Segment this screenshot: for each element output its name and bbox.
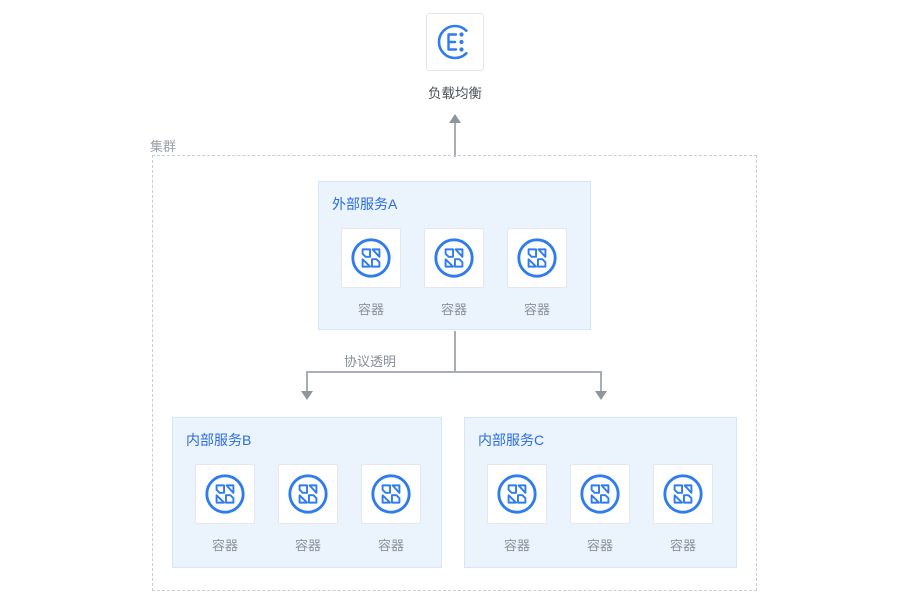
container-label: 容器 — [211, 538, 238, 553]
container-label: 容器 — [294, 538, 321, 553]
protocol-transparent-label: 协议透明 — [344, 354, 397, 369]
container-icon — [515, 236, 559, 280]
container-label: 容器 — [523, 302, 550, 317]
branch-horizontal-line — [307, 371, 601, 373]
container-label: 容器 — [377, 538, 404, 553]
arrow-down-icon — [595, 391, 607, 400]
arrow-up-line — [454, 123, 456, 157]
container-icon — [432, 236, 476, 280]
container-label: 容器 — [503, 538, 530, 553]
container-node: 容器 — [507, 228, 567, 318]
container-node: 容器 — [653, 464, 713, 554]
container-card — [487, 464, 547, 524]
container-card — [424, 228, 484, 288]
load-balancer-icon — [437, 24, 468, 60]
container-label: 容器 — [440, 302, 467, 317]
container-node: 容器 — [341, 228, 401, 318]
service-panel-internal-c: 内部服务C 容器 容器 容器 — [464, 417, 737, 568]
container-node: 容器 — [487, 464, 547, 554]
container-label: 容器 — [669, 538, 696, 553]
branch-right-line — [600, 371, 602, 392]
container-card — [570, 464, 630, 524]
arrow-down-icon — [301, 391, 313, 400]
arrow-up-icon — [449, 114, 461, 123]
cluster-boundary — [152, 155, 757, 591]
container-node: 容器 — [361, 464, 421, 554]
container-icon — [495, 472, 539, 516]
container-card — [507, 228, 567, 288]
branch-stem-line — [454, 331, 456, 372]
service-panel-external-a: 外部服务A 容器 容器 容器 — [318, 181, 591, 330]
container-card — [341, 228, 401, 288]
service-title: 内部服务B — [186, 432, 252, 448]
container-label: 容器 — [586, 538, 613, 553]
container-node: 容器 — [278, 464, 338, 554]
container-row: 容器 容器 容器 — [487, 464, 736, 554]
container-icon — [661, 472, 705, 516]
container-label: 容器 — [357, 302, 384, 317]
container-row: 容器 容器 容器 — [341, 228, 590, 318]
container-card — [361, 464, 421, 524]
cluster-label: 集群 — [150, 139, 177, 154]
load-balancer-node — [426, 13, 484, 71]
container-icon — [369, 472, 413, 516]
service-panel-internal-b: 内部服务B 容器 容器 容器 — [172, 417, 442, 568]
container-node: 容器 — [570, 464, 630, 554]
service-title: 内部服务C — [478, 432, 545, 448]
container-card — [278, 464, 338, 524]
service-title: 外部服务A — [332, 196, 398, 212]
container-icon — [286, 472, 330, 516]
load-balancer-label: 负载均衡 — [428, 86, 482, 101]
container-card — [653, 464, 713, 524]
container-card — [195, 464, 255, 524]
container-node: 容器 — [424, 228, 484, 318]
branch-left-line — [306, 371, 308, 392]
container-icon — [203, 472, 247, 516]
container-row: 容器 容器 容器 — [195, 464, 441, 554]
container-icon — [578, 472, 622, 516]
container-node: 容器 — [195, 464, 255, 554]
container-icon — [349, 236, 393, 280]
